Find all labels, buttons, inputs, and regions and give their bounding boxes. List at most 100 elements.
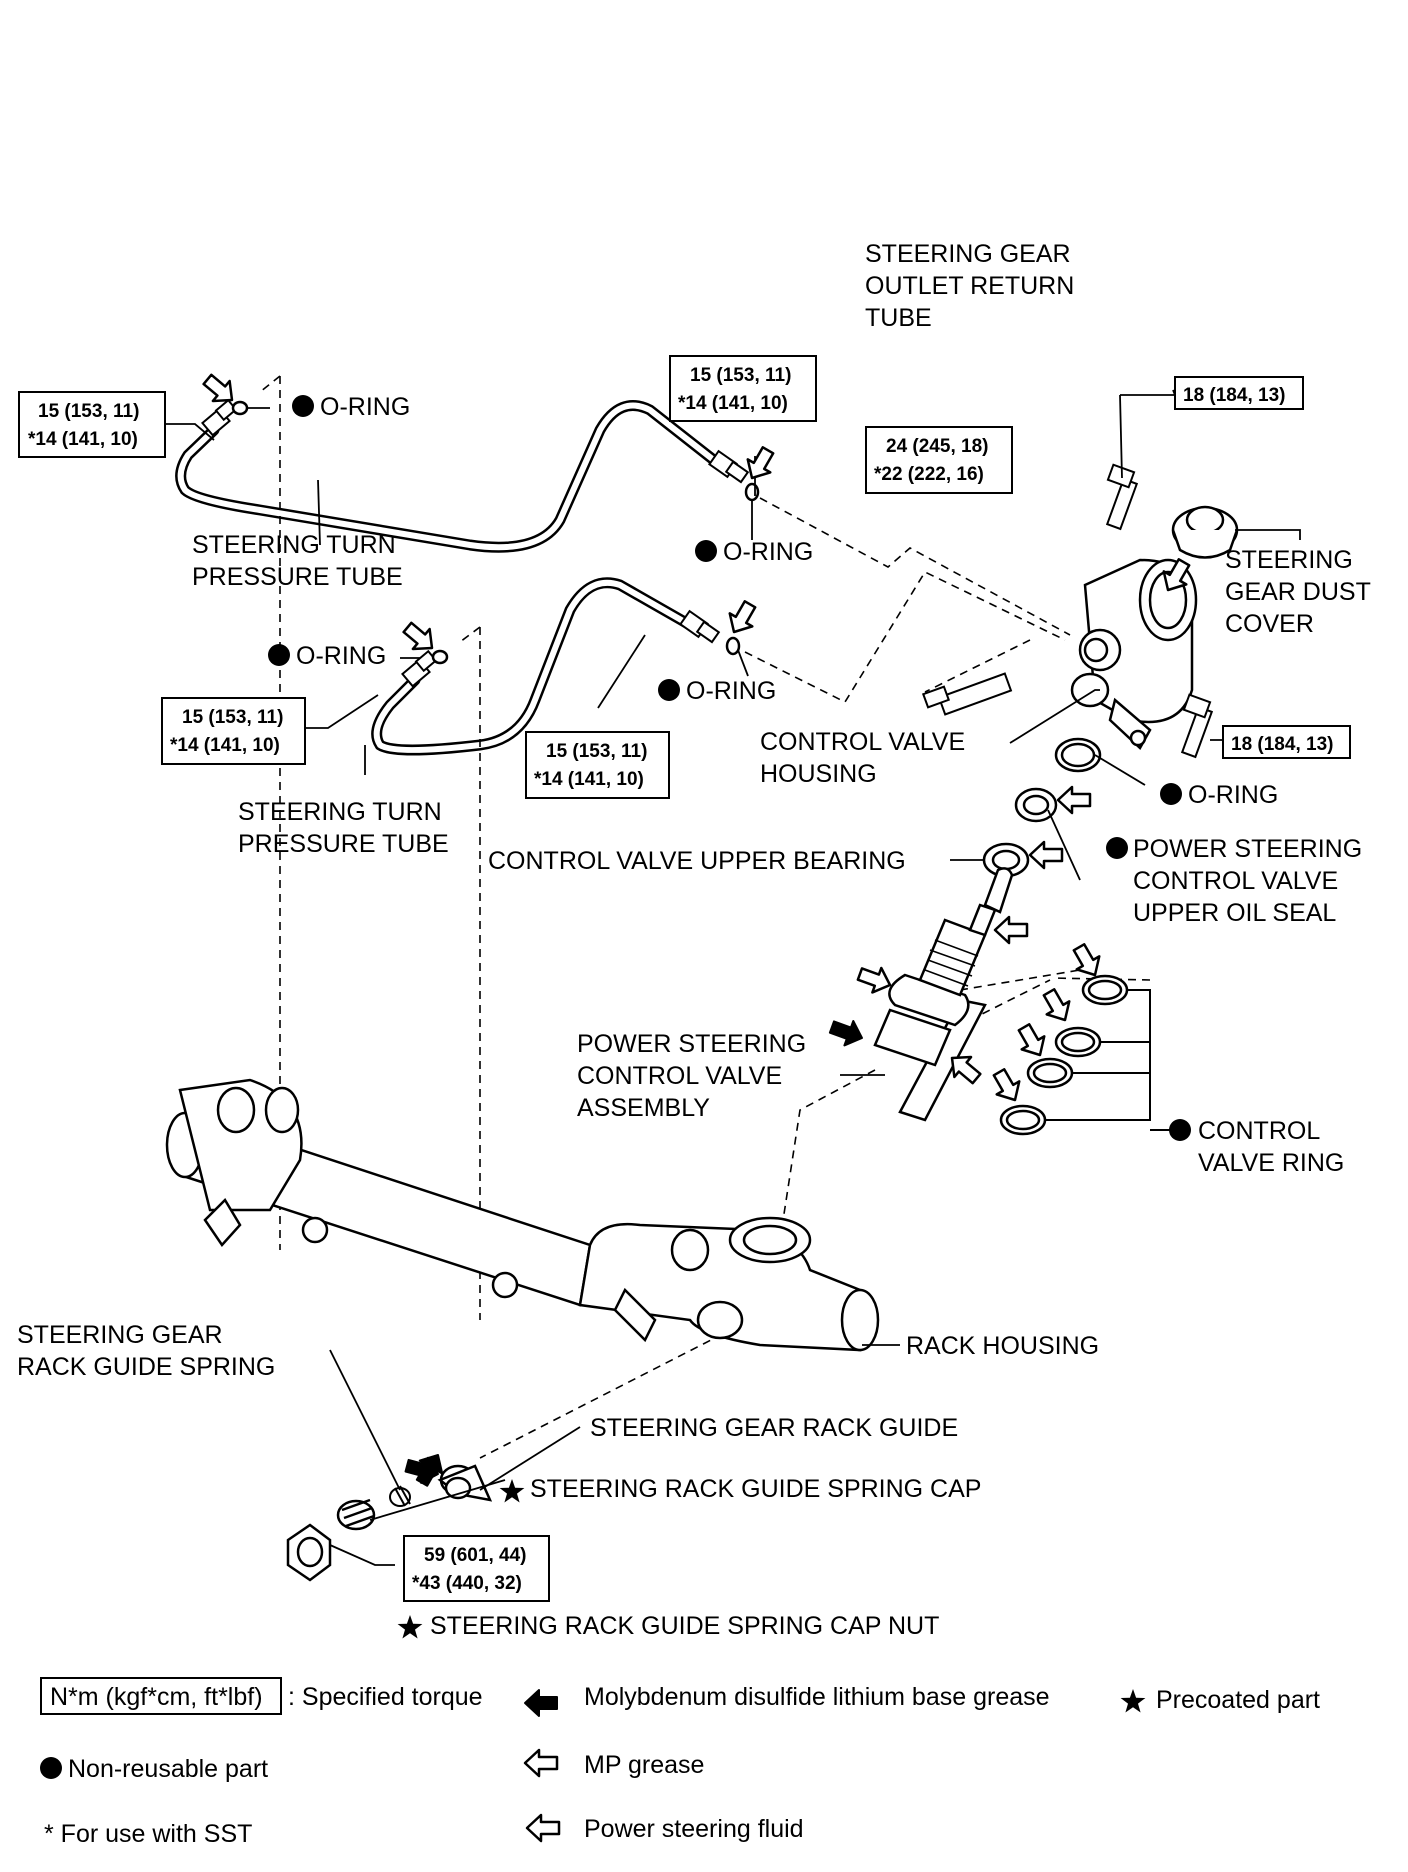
o-ring-label-1: O-RING xyxy=(292,393,410,421)
upper-oil-seal-line-2: CONTROL VALVE xyxy=(1133,867,1338,895)
control-valve-assembly-line-3: ASSEMBLY xyxy=(577,1094,710,1122)
o-ring-text: O-RING xyxy=(320,393,410,421)
control-valve-housing-line-2: HOUSING xyxy=(760,760,877,788)
control-valve-ring-line-2: VALVE RING xyxy=(1198,1149,1344,1177)
non-reusable-icon xyxy=(695,540,717,562)
housing-o-ring xyxy=(1054,737,1102,773)
rack-housing xyxy=(165,1078,880,1352)
o-ring-text: O-RING xyxy=(686,677,776,705)
torque-value: 15 (153, 11) xyxy=(690,365,791,386)
rack-guide-spring xyxy=(389,1485,411,1507)
legend-torque-text: : Specified torque xyxy=(288,1683,483,1711)
legend-mp-grease: MP grease xyxy=(523,1748,704,1779)
legend-non-reusable: Non-reusable part xyxy=(40,1755,268,1783)
torque-box-union-bolt: 24 (245, 18) *22 (222, 16) xyxy=(865,426,1013,494)
torque-value-sst: *14 (141, 10) xyxy=(678,393,788,414)
dust-cover-line-2: GEAR DUST xyxy=(1225,578,1371,606)
control-valve-housing-line-1: CONTROL VALVE xyxy=(760,728,965,756)
torque-box-upper-right: 15 (153, 11) *14 (141, 10) xyxy=(669,355,817,422)
legend-moly: Molybdenum disulfide lithium base grease xyxy=(524,1683,1050,1717)
legend-sst-text: * For use with SST xyxy=(44,1820,252,1848)
mp-grease-arrows xyxy=(197,368,1197,1108)
outlet-return-tube-line-2: OUTLET RETURN xyxy=(865,272,1074,300)
non-reusable-icon xyxy=(268,644,290,666)
dust-cover-line-1: STEERING xyxy=(1225,546,1353,574)
label-outlet-return-tube: STEERING GEAR OUTLET RETURN TUBE xyxy=(865,240,1074,332)
torque-value: 18 (184, 13) xyxy=(1231,734,1333,755)
rack-guide-label: STEERING GEAR RACK GUIDE xyxy=(590,1414,958,1442)
upper-oil-seal-label: POWER STEERING CONTROL VALVE UPPER OIL S… xyxy=(1106,835,1362,927)
housing-bolt-bottom xyxy=(1180,693,1214,759)
torque-box-middle-left: 15 (153, 11) *14 (141, 10) xyxy=(161,697,306,765)
non-reusable-icon xyxy=(292,395,314,417)
spring-cap-nut-label: STEERING RACK GUIDE SPRING CAP NUT xyxy=(397,1612,939,1640)
torque-box-housing-bolt-top: 18 (184, 13) xyxy=(1174,376,1304,410)
outlet-return-tube-line-3: TUBE xyxy=(865,304,932,332)
spring-cap-text: STEERING RACK GUIDE SPRING CAP xyxy=(530,1475,981,1503)
torque-box-cap-nut: 59 (601, 44) *43 (440, 32) xyxy=(403,1535,550,1602)
o-ring-label-2: O-RING xyxy=(695,538,813,566)
power-steering-control-valve-assembly xyxy=(873,867,1014,1122)
turn-pressure-tube-1-line-1: STEERING TURN xyxy=(192,531,396,559)
torque-value: 59 (601, 44) xyxy=(424,1545,526,1566)
non-reusable-icon xyxy=(1169,1119,1191,1141)
non-reusable-icon xyxy=(1106,837,1128,859)
union-bolt xyxy=(921,672,1013,716)
control-valve-ring-line-1: CONTROL xyxy=(1198,1117,1320,1145)
leader-lines xyxy=(165,389,1301,1566)
turn-pressure-tube-1-line-2: PRESSURE TUBE xyxy=(192,563,403,591)
torque-box-icon xyxy=(40,1677,282,1715)
hollow-arrow-icon xyxy=(525,1813,561,1843)
torque-box-middle-right: 15 (153, 11) *14 (141, 10) xyxy=(525,731,670,799)
legend-non-reusable-text: Non-reusable part xyxy=(68,1755,268,1783)
upper-bearing-label: CONTROL VALVE UPPER BEARING xyxy=(488,847,906,875)
control-valve-ring-label: CONTROL VALVE RING xyxy=(1169,1117,1344,1177)
outlet-return-tube-line-1: STEERING GEAR xyxy=(865,240,1071,268)
star-icon xyxy=(1120,1689,1146,1713)
control-valve-assembly-line-1: POWER STEERING xyxy=(577,1030,806,1058)
legend-ps-fluid-text: Power steering fluid xyxy=(584,1815,804,1843)
legend-ps-fluid: Power steering fluid xyxy=(525,1813,804,1843)
torque-value: 15 (153, 11) xyxy=(182,707,283,728)
o-ring-text: O-RING xyxy=(723,538,813,566)
housing-bolt-top xyxy=(1105,463,1139,531)
legend-precoated: Precoated part xyxy=(1120,1686,1320,1714)
torque-value-sst: *14 (141, 10) xyxy=(170,735,280,756)
solid-arrow-icon xyxy=(524,1689,558,1717)
o-ring-label-5: O-RING xyxy=(1160,781,1278,809)
torque-value-sst: *14 (141, 10) xyxy=(28,429,138,450)
legend-precoated-text: Precoated part xyxy=(1156,1686,1320,1714)
steering-gear-rack-guide xyxy=(437,1464,493,1502)
torque-value: 18 (184, 13) xyxy=(1183,385,1285,406)
turn-pressure-tube-2-line-2: PRESSURE TUBE xyxy=(238,830,449,858)
torque-value: 15 (153, 11) xyxy=(546,741,647,762)
dust-cover-line-3: COVER xyxy=(1225,610,1314,638)
steering-turn-pressure-tube-upper xyxy=(175,398,760,553)
legend-mp-grease-text: MP grease xyxy=(584,1751,704,1779)
o-ring-label-4: O-RING xyxy=(658,677,776,705)
precoated-star-icon xyxy=(499,1479,525,1503)
spring-cap-nut-text: STEERING RACK GUIDE SPRING CAP NUT xyxy=(430,1612,939,1640)
legend-moly-text: Molybdenum disulfide lithium base grease xyxy=(584,1683,1050,1711)
legend-torque-box-text: N*m (kgf*cm, ft*lbf) xyxy=(50,1683,263,1711)
torque-value-sst: *22 (222, 16) xyxy=(874,464,984,485)
torque-value-sst: *14 (141, 10) xyxy=(534,769,644,790)
non-reusable-icon xyxy=(1160,783,1182,805)
upper-oil-seal-line-1: POWER STEERING xyxy=(1133,835,1362,863)
rack-guide-spring-line-2: RACK GUIDE SPRING xyxy=(17,1353,275,1381)
non-reusable-icon xyxy=(658,679,680,701)
legend-torque: N*m (kgf*cm, ft*lbf) : Specified torque xyxy=(40,1677,483,1715)
control-valve-rings xyxy=(999,974,1129,1136)
control-valve-assembly-line-2: CONTROL VALVE xyxy=(577,1062,782,1090)
turn-pressure-tube-2-line-1: STEERING TURN xyxy=(238,798,442,826)
o-ring-text: O-RING xyxy=(296,642,386,670)
torque-box-housing-bolt-bottom: 18 (184, 13) xyxy=(1222,725,1351,759)
spring-cap-label: STEERING RACK GUIDE SPRING CAP xyxy=(499,1475,981,1503)
upper-oil-seal xyxy=(1014,787,1058,823)
rack-guide-spring-cap-nut xyxy=(286,1523,332,1582)
torque-box-upper-left: 15 (153, 11) *14 (141, 10) xyxy=(18,391,166,458)
hollow-arrow-icon xyxy=(523,1748,559,1778)
o-ring-text: O-RING xyxy=(1188,781,1278,809)
control-valve-housing xyxy=(1070,558,1198,751)
